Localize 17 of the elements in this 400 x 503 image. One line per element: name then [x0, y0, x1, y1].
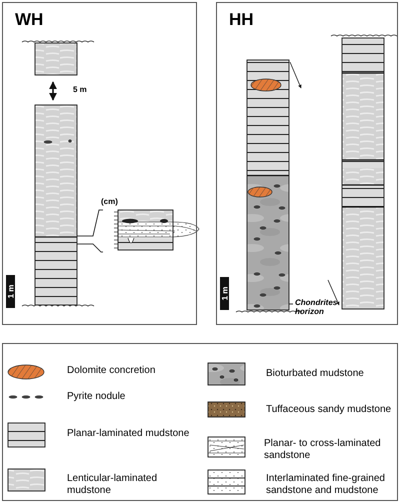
legend-label: Planar- to cross-laminated sandstone: [264, 438, 382, 462]
legend-label: Bioturbated mudstone: [266, 368, 365, 380]
panel-title: HH: [229, 11, 254, 28]
unit-label: (cm): [101, 198, 118, 207]
horizon-label: Chondrites horizon: [295, 299, 338, 317]
dimension-label: 5 m: [73, 86, 87, 95]
section-panel: [2, 2, 197, 325]
section-panel: [216, 2, 398, 325]
legend-label: Dolomite concretion: [67, 365, 156, 377]
legend-label: Pyrite nodule: [67, 391, 126, 403]
scale-bar: 1 m: [6, 275, 15, 308]
legend-label: Tuffaceous sandy mudstone: [266, 404, 392, 416]
legend-label: Lenticular-laminated mudstone: [67, 473, 158, 497]
legend-label: Interlaminated fine-grained sandstone and mudstone: [266, 473, 386, 497]
scale-bar: 1 m: [220, 277, 229, 310]
legend-label: Planar-laminated mudstone: [67, 428, 190, 440]
panel-title: WH: [15, 11, 44, 28]
